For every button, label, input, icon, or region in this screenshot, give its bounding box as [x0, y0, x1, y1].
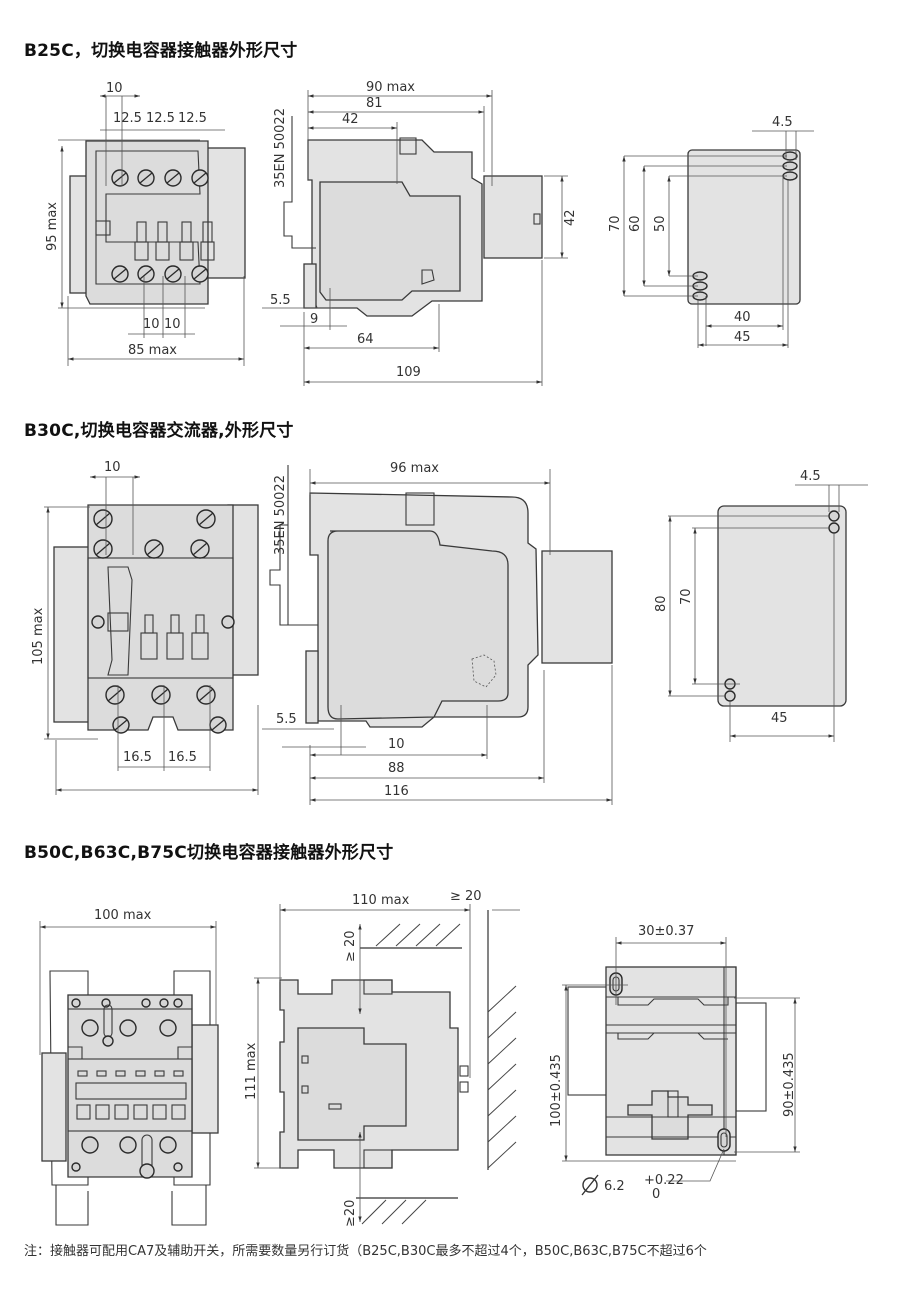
dim-h80: 80 [654, 595, 669, 612]
b50c-front-view: 100 max [39, 908, 219, 1226]
dim-h90: 90±0.435 [782, 1052, 797, 1117]
dim-tol-upper: +0.22 [644, 1173, 684, 1188]
section-title-b50c-b63c-b75c: B50C,B63C,B75C切换电容器接触器外形尺寸 [24, 843, 394, 863]
rail-clip-right [191, 1024, 219, 1134]
bottom-screws [111, 265, 209, 283]
aux-block [541, 550, 613, 664]
dim-h60: 60 [628, 215, 643, 232]
dim-overall: 90 max [366, 80, 415, 95]
screw-hidden-outline [471, 654, 497, 688]
dim-slot: 4.5 [772, 115, 793, 130]
dim-slot: 4.5 [800, 469, 821, 484]
bottom-screws [105, 685, 227, 734]
dim-w45: 45 [734, 330, 751, 345]
b30c-mount-view: 4.5 80 70 45 [654, 469, 868, 742]
coil-cover [297, 1027, 407, 1141]
b25c-front-view: 10 12.5 12.5 12.5 95 max 10 10 85 max [45, 81, 246, 366]
dim-bottom-1: 10 [143, 317, 160, 332]
contact-row [75, 1070, 187, 1120]
dim-pole-1: 12.5 [113, 111, 142, 126]
mounting-slots [692, 151, 798, 301]
mounting-plate [687, 149, 801, 305]
aux-block [483, 175, 543, 259]
dim-width: 85 max [128, 343, 177, 358]
dim-bottom-2: 10 [164, 317, 181, 332]
dim-tol-lower: 0 [652, 1187, 660, 1202]
dim-116: 116 [384, 784, 409, 799]
contact-blocks [134, 221, 215, 261]
dim-pitch-top: 10 [106, 81, 123, 96]
dim-9: 9 [310, 312, 318, 327]
mounting-plate [717, 505, 847, 707]
dim-h50: 50 [653, 215, 668, 232]
dim-5-5: 5.5 [276, 712, 297, 727]
dim-10: 10 [388, 737, 405, 752]
dim-81: 81 [366, 96, 383, 111]
dim-width: 100 max [94, 908, 152, 923]
rail-clip-left [41, 1052, 67, 1162]
dim-clear-bottom: ≥20 [343, 1200, 358, 1227]
dim-aux-height: 42 [563, 209, 578, 226]
section-title-b30c: B30C,切换电容器交流器,外形尺寸 [24, 421, 294, 441]
b50c-side-view: 110 max ≥ 20 ≥ 20 ≥20 111 max [244, 889, 520, 1227]
section-title-b25c: B25C，切换电容器接触器外形尺寸 [24, 41, 298, 61]
coil-cover [319, 181, 461, 301]
b50c-mount-view: 30±0.37 100±0.435 90±0.435 6.2 +0.22 0 [549, 924, 800, 1202]
dim-pole-2: 12.5 [146, 111, 175, 126]
coil-cover [327, 530, 509, 720]
dim-rail: 35EN 50022 [273, 475, 288, 555]
dim-w40: 40 [734, 310, 751, 325]
dim-64: 64 [357, 332, 374, 347]
dim-height: 111 max [244, 1042, 259, 1100]
dim-rail: 35EN 50022 [273, 108, 288, 188]
dim-h70: 70 [679, 588, 694, 605]
b30c-side-view: 35EN 50022 96 max 5.5 10 88 116 [262, 461, 613, 805]
dim-clear-right: ≥ 20 [450, 889, 482, 904]
diameter-icon [581, 1174, 599, 1196]
dim-overall: 96 max [390, 461, 439, 476]
dim-bottom-2: 16.5 [168, 750, 197, 765]
b30c-front-view: 10 105 max 16.5 16.5 [31, 460, 259, 795]
top-screws [93, 509, 216, 559]
dim-h70: 70 [608, 215, 623, 232]
dim-5-5: 5.5 [270, 293, 291, 308]
contact-blocks [140, 614, 209, 660]
side-tab-left [53, 546, 95, 723]
dim-pitch-top: 10 [104, 460, 121, 475]
dim-w45: 45 [771, 711, 788, 726]
dim-overall: 110 max [352, 893, 410, 908]
bottom-terminals [71, 1134, 183, 1179]
dim-88: 88 [388, 761, 405, 776]
dim-pole-3: 12.5 [178, 111, 207, 126]
dim-hole: 6.2 [604, 1179, 625, 1194]
dim-42: 42 [342, 112, 359, 127]
dim-bottom-1: 16.5 [123, 750, 152, 765]
footnote: 注：接触器可配用CA7及辅助开关，所需要数量另行订货（B25C,B30C最多不超… [24, 1244, 707, 1259]
top-terminals [71, 998, 183, 1047]
dim-clear-top: ≥ 20 [343, 930, 358, 962]
b25c-mount-view: 4.5 70 60 50 40 45 [608, 115, 814, 348]
dim-h100: 100±0.435 [549, 1054, 564, 1127]
top-screws [111, 169, 209, 187]
dim-height: 95 max [45, 202, 60, 251]
dim-width: 30±0.37 [638, 924, 694, 939]
dim-height: 105 max [31, 607, 46, 665]
b25c-side-view: 35EN 50022 90 max 81 42 42 5.5 9 64 109 [262, 80, 578, 386]
dim-109: 109 [396, 365, 421, 380]
